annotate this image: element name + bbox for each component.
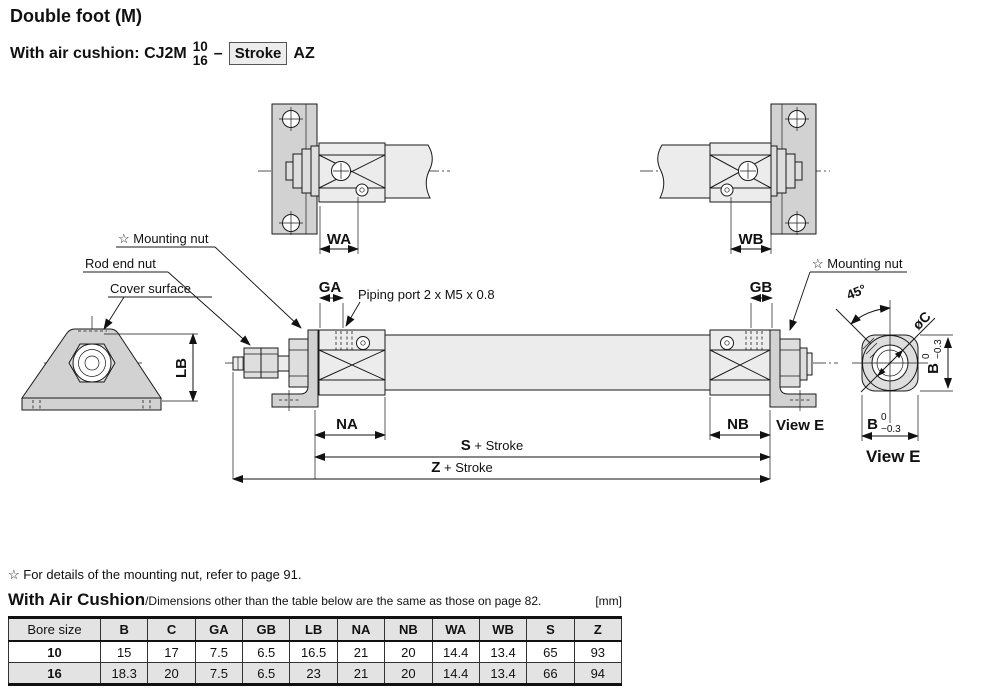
dim-na: NA [336, 416, 358, 433]
stroke-box: Stroke [228, 42, 288, 65]
unit-label: [mm] [595, 594, 622, 608]
dim-ga: GA [319, 279, 342, 296]
col-ga: GA [194, 617, 244, 642]
dim-gb: GB [750, 279, 773, 296]
bore-fraction: 10 16 [193, 40, 208, 67]
top-view-head-side: WB [640, 103, 830, 254]
cushion-needle [720, 183, 734, 197]
mounting-nut-label-left: ☆ Mounting nut [118, 231, 209, 246]
tube-break [657, 144, 711, 199]
table-section-heading: With Air Cushion /Dimensions other than … [8, 590, 622, 610]
dia-c-label: øC [909, 308, 934, 333]
bore-10-cell: 10 [8, 640, 101, 663]
subtitle-suffix: AZ [293, 44, 315, 62]
dim-s-stroke: S + Stroke [461, 437, 523, 454]
dash: – [213, 44, 223, 62]
footnote: ☆ For details of the mounting nut, refer… [8, 567, 302, 582]
rod-end-nut [260, 347, 279, 379]
mounting-nut-left [288, 338, 311, 388]
model-designation: With air cushion: CJ2M 10 16 – Stroke AZ [10, 40, 315, 67]
svg-text:−0.3: −0.3 [933, 339, 944, 359]
mounting-nut-label-right: ☆ Mounting nut [812, 256, 903, 271]
dim-nb: NB [727, 416, 749, 433]
dim-b-horizontal: B 0 −0.3 [867, 412, 901, 435]
svg-text:0: 0 [881, 412, 887, 423]
col-gb: GB [242, 617, 291, 642]
cylinder-tube [384, 334, 711, 391]
table-row: 16 18.3 20 7.5 6.5 23 21 20 14.4 13.4 66… [8, 662, 623, 685]
section-note: /Dimensions other than the table below a… [145, 594, 542, 608]
rod-cover [318, 329, 386, 396]
dim-wb: WB [739, 231, 764, 248]
rod-end-nut-label: Rod end nut [85, 256, 156, 271]
cushion-needle [355, 183, 369, 197]
col-bore-size: Bore size [8, 617, 101, 642]
dim-lb: LB [173, 358, 190, 378]
col-nb: NB [384, 617, 433, 642]
view-e-caption: View E [866, 447, 921, 466]
col-z: Z [573, 617, 623, 642]
dimension-table: Bore size B C GA GB LB NA NB WA WB S Z 1… [8, 616, 623, 686]
col-wb: WB [478, 617, 528, 642]
dim-wa: WA [327, 231, 351, 248]
rod-end-nut [243, 347, 262, 379]
cushion-needle [720, 336, 734, 350]
col-wa: WA [431, 617, 480, 642]
piping-port-label: Piping port 2 x M5 x 0.8 [358, 287, 495, 302]
svg-text:−0.3: −0.3 [881, 424, 901, 435]
mounting-nut-right [779, 338, 801, 388]
foot-bracket-front-view: LB [21, 316, 198, 411]
subtitle-prefix: With air cushion: CJ2M [10, 44, 187, 62]
tube-break [384, 144, 433, 199]
view-e-detail: 45° øC B 0 −0.3 B 0 −0.3 View E [835, 281, 953, 466]
head-cover [709, 329, 771, 396]
col-b: B [99, 617, 149, 642]
table-header-row: Bore size B C GA GB LB NA NB WA WB S Z [8, 617, 623, 642]
col-na: NA [336, 617, 386, 642]
dim-b-vertical: B 0 −0.3 [921, 339, 944, 374]
bore-16-cell: 16 [8, 662, 101, 685]
cushion-needle [356, 336, 370, 350]
cover-surface-label: Cover surface [110, 281, 191, 296]
foot-bracket-left [271, 329, 319, 408]
section-title: With Air Cushion [8, 590, 146, 609]
svg-text:B: B [925, 363, 942, 374]
table-row: 10 15 17 7.5 6.5 16.5 21 20 14.4 13.4 65… [8, 640, 623, 663]
dim-z-stroke: Z + Stroke [431, 459, 493, 476]
col-lb: LB [289, 617, 338, 642]
svg-text:0: 0 [921, 353, 932, 359]
col-c: C [147, 617, 196, 642]
rod-cover-top [318, 142, 386, 203]
angle-45-label: 45° [844, 281, 868, 302]
bore-16: 16 [192, 52, 208, 68]
bore-10: 10 [192, 39, 208, 54]
top-view-rod-side: WA [258, 103, 450, 254]
svg-text:B: B [867, 416, 878, 433]
technical-drawing: WA WB LB [21, 103, 953, 483]
page-title: Double foot (M) [10, 6, 142, 26]
view-e-pointer: View E [776, 417, 824, 434]
col-s: S [526, 617, 575, 642]
main-side-view: GA GB Piping port 2 x M5 x 0.8 ☆ Mountin… [83, 231, 907, 483]
